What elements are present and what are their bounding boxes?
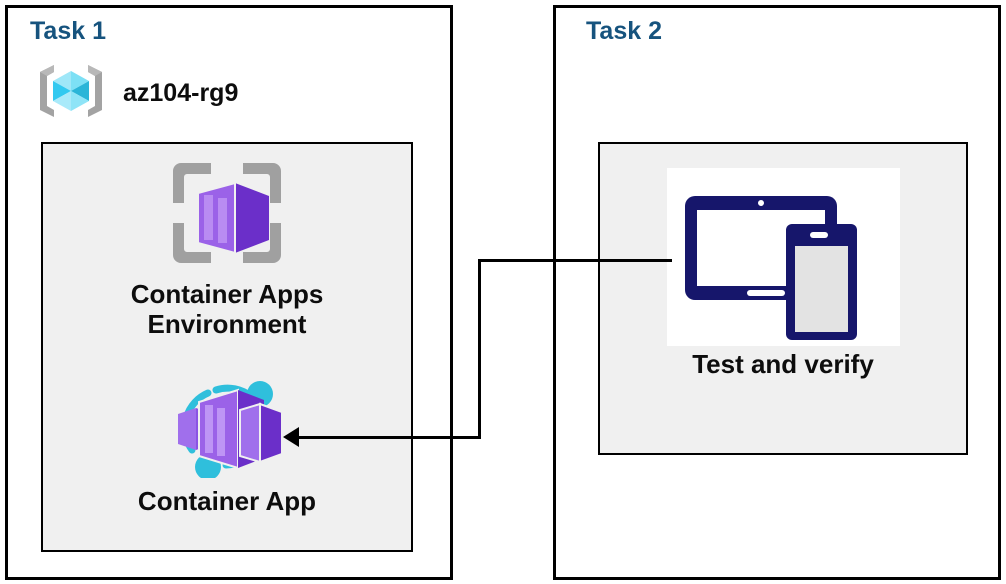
node-test-and-verify: Test and verify <box>598 168 968 380</box>
resource-group-row: az104-rg9 <box>36 60 238 127</box>
devices-tablet-phone-icon <box>666 168 900 346</box>
resource-group-label: az104-rg9 <box>123 79 239 107</box>
azure-resource-group-icon <box>36 60 106 127</box>
container-app-label: Container App <box>137 486 317 516</box>
connector-segment-bottom <box>296 436 481 439</box>
node-container-app: Container App <box>41 372 413 517</box>
task-2-title: Task 2 <box>586 17 662 45</box>
container-apps-environment-label: Container Apps Environment <box>130 279 324 339</box>
container-app-icon <box>164 372 290 483</box>
connector-segment-vertical <box>478 259 481 438</box>
connector-arrowhead-icon <box>283 427 299 447</box>
task-1-title: Task 1 <box>30 17 106 45</box>
test-and-verify-label: Test and verify <box>692 349 874 379</box>
container-apps-environment-icon <box>165 155 289 276</box>
node-container-apps-environment: Container Apps Environment <box>41 155 413 340</box>
connector-segment-top <box>478 259 672 262</box>
